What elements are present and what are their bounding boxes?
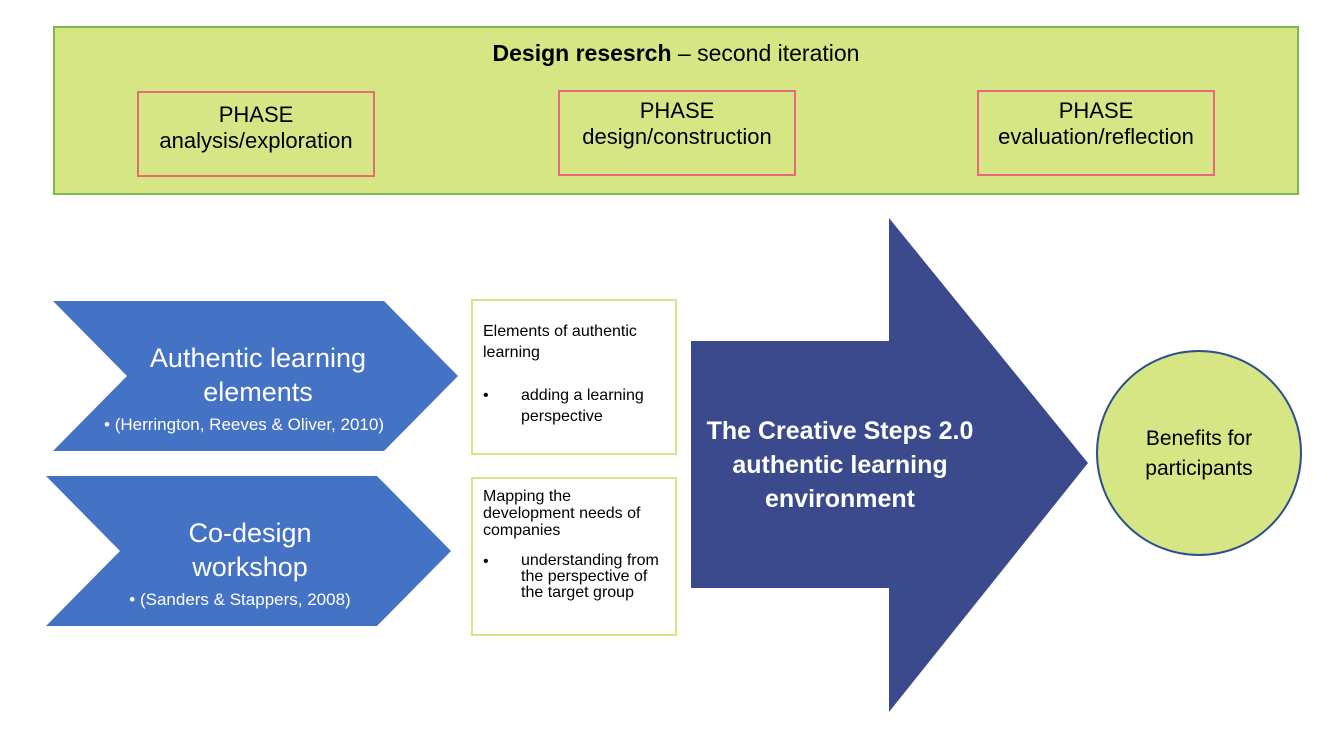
chevron-title-line: Co-design [188, 518, 312, 548]
bullet-icon: • [483, 553, 489, 570]
chevron-reference: • (Sanders & Stappers, 2008) [129, 590, 351, 609]
creative-steps-label: The Creative Steps 2.0 authentic learnin… [700, 414, 980, 516]
benefits-circle [1096, 350, 1302, 556]
phase-description: analysis/exploration [159, 128, 353, 153]
chevron-title-line: elements [203, 377, 313, 407]
box-heading: Elements of authentic learning [483, 323, 637, 361]
banner-title-rest: – second iteration [671, 40, 860, 66]
benefits-label: Benefits for participants [1097, 424, 1301, 484]
phase-design-box: PHASE design/construction [558, 90, 796, 176]
phase-label: PHASE [1058, 98, 1134, 123]
chevron-title-line: Authentic learning [149, 343, 367, 373]
benefits-line: participants [1145, 457, 1253, 480]
creative-steps-line: authentic learning [732, 451, 948, 479]
chevron-co-design [46, 476, 451, 626]
phase-label: PHASE [218, 102, 294, 127]
chevron-reference: • (Herrington, Reeves & Oliver, 2010) [104, 415, 384, 434]
creative-steps-line: environment [764, 485, 916, 513]
box-elements-authentic-learning: Elements of authentic learning • adding … [471, 299, 677, 455]
benefits-line: Benefits for [1145, 427, 1253, 450]
phase-analysis-box: PHASE analysis/exploration [137, 91, 375, 177]
phase-description: evaluation/reflection [998, 124, 1194, 149]
chevron-authentic-learning-text: Authentic learning elements • (Herringto… [78, 341, 438, 435]
box-item: adding a learning perspective [521, 387, 644, 425]
design-research-banner: Design resesrch – second iteration PHASE… [53, 26, 1299, 195]
big-arrow-creative-steps [691, 218, 1088, 712]
chevron-title-line: workshop [192, 552, 308, 582]
phase-description: design/construction [582, 124, 772, 149]
phase-evaluation-box: PHASE evaluation/reflection [977, 90, 1215, 176]
box-mapping-development-needs: Mapping the development needs of compani… [471, 477, 677, 636]
banner-title-bold: Design resesrch [492, 40, 672, 66]
banner-title: Design resesrch – second iteration [55, 40, 1297, 67]
bullet-icon: • [483, 387, 489, 404]
chevron-authentic-learning [53, 301, 458, 451]
chevron-co-design-text: Co-design workshop • (Sanders & Stappers… [70, 516, 430, 610]
box-item: understanding from the perspective of th… [521, 552, 659, 601]
creative-steps-line: The Creative Steps 2.0 [706, 417, 974, 445]
phase-label: PHASE [639, 98, 715, 123]
box-heading: Mapping the development needs of compani… [483, 488, 641, 539]
